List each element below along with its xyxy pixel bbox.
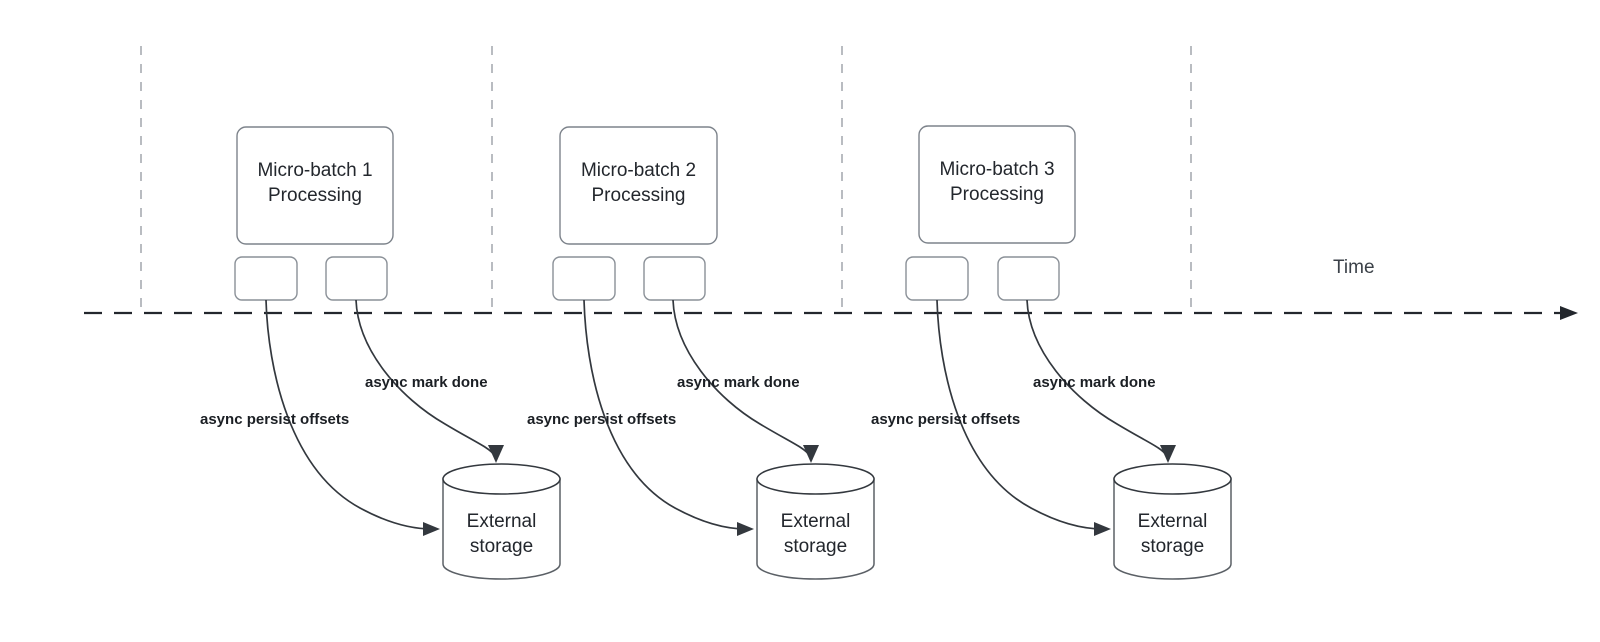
time-axis-label: Time — [1333, 257, 1375, 278]
storage-cylinder-top-3 — [1113, 463, 1232, 495]
processing-box-title-line2-2: Processing — [592, 185, 686, 206]
async-persist-offsets-edge-2 — [583, 299, 747, 530]
async-persist-offsets-arrowhead-icon-1 — [423, 522, 440, 536]
storage-cylinder-body-3[interactable] — [1113, 478, 1232, 580]
storage-cylinder-body-2[interactable] — [756, 478, 875, 580]
vertical-divider-group — [140, 46, 1192, 313]
task-right-box-1[interactable] — [325, 256, 388, 301]
processing-box-title-line1-2: Micro-batch 2 — [581, 160, 696, 181]
async-persist-offsets-edge-1 — [265, 299, 433, 530]
async-persist-offsets-arrowhead-icon-3 — [1094, 522, 1111, 536]
storage-label-line1-2: External — [781, 511, 851, 532]
async-persist-offsets-arrowhead-icon-2 — [737, 522, 754, 536]
async-persist-offsets-edge-3 — [936, 299, 1104, 530]
storage-label-line2-2: storage — [784, 536, 847, 557]
storage-label-line1-3: External — [1138, 511, 1208, 532]
async-mark-done-edge-2 — [672, 299, 810, 456]
processing-box-title-line1-3: Micro-batch 3 — [939, 159, 1054, 180]
processing-box-3[interactable] — [918, 125, 1076, 244]
storage-label-line1-1: External — [467, 511, 537, 532]
task-left-box-2[interactable] — [552, 256, 616, 301]
timeline-axis-group: Time — [84, 257, 1578, 320]
storage-cylinder-body-1[interactable] — [442, 478, 561, 580]
storage-cylinder-top-2 — [756, 463, 875, 495]
async-mark-done-arrowhead-icon-2 — [803, 445, 819, 463]
processing-box-title-line2-3: Processing — [950, 184, 1044, 205]
processing-box-1[interactable] — [236, 126, 394, 245]
task-left-box-3[interactable] — [905, 256, 969, 301]
timeline-arrow-icon — [1560, 306, 1578, 320]
storage-cylinder-top-1 — [442, 463, 561, 495]
async-persist-offsets-label-2: async persist offsets — [527, 411, 676, 428]
async-mark-done-label-3: async mark done — [1033, 374, 1156, 391]
storage-label-line2-1: storage — [470, 536, 533, 557]
async-mark-done-arrowhead-icon-3 — [1160, 445, 1176, 463]
task-right-box-3[interactable] — [997, 256, 1060, 301]
async-mark-done-label-1: async mark done — [365, 374, 488, 391]
processing-box-2[interactable] — [559, 126, 718, 245]
task-left-box-1[interactable] — [234, 256, 298, 301]
async-mark-done-label-2: async mark done — [677, 374, 800, 391]
async-persist-offsets-label-1: async persist offsets — [200, 411, 349, 428]
async-mark-done-edge-3 — [1026, 299, 1167, 456]
processing-box-title-line1-1: Micro-batch 1 — [257, 160, 372, 181]
async-mark-done-edge-1 — [355, 299, 495, 456]
async-mark-done-arrowhead-icon-1 — [488, 445, 504, 463]
async-persist-offsets-label-3: async persist offsets — [871, 411, 1020, 428]
processing-box-title-line2-1: Processing — [268, 185, 362, 206]
task-right-box-2[interactable] — [643, 256, 706, 301]
storage-label-line2-3: storage — [1141, 536, 1204, 557]
